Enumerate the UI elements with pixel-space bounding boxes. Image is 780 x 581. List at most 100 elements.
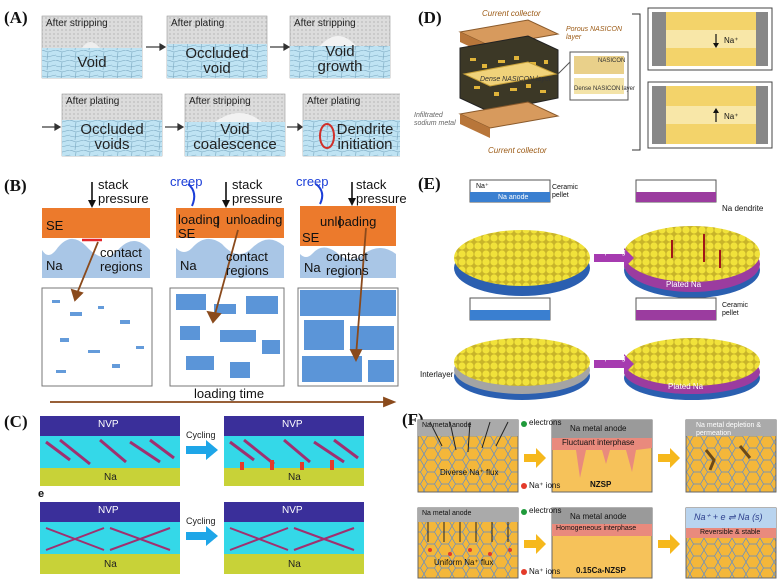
panel-e-label: (E) bbox=[418, 174, 441, 193]
tile-2-text: Occluded void bbox=[185, 45, 249, 77]
tile-2-caption: After plating bbox=[171, 18, 225, 29]
label-dense-nasicon: Dense NASICON layer bbox=[480, 76, 552, 83]
unloading-2: unloading bbox=[226, 212, 283, 227]
label-infiltrated: Infiltrated sodium metal bbox=[414, 112, 456, 127]
c-top-3: NVP bbox=[98, 505, 119, 516]
label-na-plus-up: Na⁺ bbox=[724, 36, 739, 45]
f-reversible: Reversible & stable bbox=[700, 529, 761, 536]
f-ca-nzsp: 0.15Ca-NZSP bbox=[576, 566, 626, 575]
e-ceramic-1: Ceramic pellet bbox=[552, 184, 579, 199]
tile-4 bbox=[61, 93, 163, 157]
panel-c-label: (C) bbox=[4, 412, 28, 431]
loading-time: loading time bbox=[194, 386, 265, 401]
tile-5 bbox=[184, 93, 286, 157]
c-top-2: NVP bbox=[282, 419, 303, 430]
label-porous-nasicon: Porous NASICON layer bbox=[566, 26, 623, 41]
f-homogeneous: Homogeneous interphase bbox=[556, 525, 637, 532]
panel-f: (F) N bbox=[402, 400, 780, 581]
se-label-2: SE bbox=[178, 226, 196, 241]
creep-3: creep bbox=[296, 174, 329, 189]
f-diverse-flux: Diverse Na⁺ flux bbox=[440, 468, 499, 477]
contact-regions-3: contact regions bbox=[326, 249, 369, 278]
tile-3-text: Void growth bbox=[317, 43, 363, 75]
panel-b-label: (B) bbox=[4, 176, 27, 195]
unloading-3: unloading bbox=[320, 214, 377, 229]
tile-5-text: Void coalescence bbox=[193, 121, 277, 153]
panel-b-figure bbox=[41, 182, 399, 408]
tile-6 bbox=[302, 93, 400, 157]
se-label-1: SE bbox=[46, 218, 64, 233]
panel-a-label: (A) bbox=[4, 8, 28, 27]
f-anode-4: Na metal anode bbox=[570, 512, 627, 521]
f-uniform-flux: Uniform Na⁺ flux bbox=[434, 558, 494, 567]
e-anode-1: Na anode bbox=[498, 194, 529, 201]
panel-a-figure bbox=[41, 15, 400, 157]
label-na-plus-down: Na⁺ bbox=[724, 112, 739, 121]
label-zoom-dense: Dense NASICON layer bbox=[574, 86, 636, 92]
tile-3-caption: After stripping bbox=[294, 18, 356, 29]
label-zoom-nasicon: NASICON bbox=[598, 58, 626, 64]
tile-4-caption: After plating bbox=[66, 96, 120, 107]
e-plated-na-1: Plated Na bbox=[666, 280, 702, 289]
tile-6-caption: After plating bbox=[307, 96, 361, 107]
stack-pressure-3: stack pressure bbox=[356, 177, 407, 206]
c-cycling-2: Cycling bbox=[186, 516, 216, 526]
panel-c-figure bbox=[40, 416, 364, 574]
flow-arrows bbox=[42, 42, 303, 132]
label-current-collector-bottom: Current collector bbox=[488, 146, 547, 155]
f-ions-2: Na⁺ ions bbox=[529, 567, 561, 576]
na-label-1: Na bbox=[46, 258, 63, 273]
panel-e-figure bbox=[454, 179, 760, 400]
tile-6-text: Dendrite initiation bbox=[336, 121, 394, 153]
tile-3 bbox=[289, 15, 391, 79]
tile-2 bbox=[166, 15, 268, 79]
f-fluctuant: Fluctuant interphase bbox=[562, 438, 635, 447]
c-cycling-1: Cycling bbox=[186, 430, 216, 440]
e-ceramic-2: Ceramic pellet bbox=[722, 302, 749, 317]
panel-b: (B) bbox=[0, 170, 407, 410]
e-interlayer-1: Interlayer bbox=[420, 370, 454, 379]
f-anode-3: Na metal anode bbox=[422, 510, 472, 517]
c-bottom-4: Na bbox=[288, 559, 301, 570]
se-label-3: SE bbox=[302, 230, 320, 245]
tile-1 bbox=[41, 15, 143, 79]
c-top-1: NVP bbox=[98, 419, 119, 430]
contact-regions-1: contact regions bbox=[100, 245, 143, 274]
e-plated-na-2: Plated Na bbox=[668, 382, 704, 391]
f-anode-2: Na metal anode bbox=[570, 424, 627, 433]
f-nzsp: NZSP bbox=[590, 480, 612, 489]
e-dendrite: Na dendrite bbox=[722, 204, 764, 213]
panel-c: (C) NVP Na NVP Na Cycling e NVP Na NVP N… bbox=[0, 410, 400, 581]
tile-4-text: Occluded voids bbox=[80, 121, 144, 153]
contact-regions-2: contact regions bbox=[226, 249, 269, 278]
e-na-plus-1: Na⁺ bbox=[476, 183, 489, 190]
e-na-plating-2: Na plating bbox=[594, 355, 626, 362]
panel-d-label: (D) bbox=[418, 8, 442, 27]
panel-a: (A) bbox=[0, 0, 400, 170]
stack-pressure-2: stack pressure bbox=[232, 177, 283, 206]
na-label-3: Na bbox=[304, 260, 321, 275]
stack-pressure-1: stack pressure bbox=[98, 177, 149, 206]
c-row-label: e bbox=[38, 488, 45, 500]
c-bottom-3: Na bbox=[104, 559, 117, 570]
f-anode-1: Na metal anode bbox=[422, 422, 472, 429]
f-ions-1: Na⁺ ions bbox=[529, 481, 561, 490]
panel-e: (E) bbox=[410, 170, 780, 400]
e-na-plating-1: Na plating bbox=[594, 249, 626, 256]
tile-5-caption: After stripping bbox=[189, 96, 251, 107]
f-electrons-1: electrons bbox=[529, 418, 562, 427]
tile-1-caption: After stripping bbox=[46, 18, 108, 29]
c-top-4: NVP bbox=[282, 505, 303, 516]
panel-f-figure bbox=[417, 419, 777, 579]
tile-1-text: Void bbox=[77, 54, 107, 71]
f-depletion: Na metal depletion & permeation bbox=[696, 422, 761, 437]
creep-2: creep bbox=[170, 174, 203, 189]
f-equation: Na⁺ + e ⇌ Na (s) bbox=[694, 512, 763, 522]
c-bottom-1: Na bbox=[104, 472, 117, 483]
na-label-2: Na bbox=[180, 258, 197, 273]
c-bottom-2: Na bbox=[288, 472, 301, 483]
f-electrons-2: electrons bbox=[529, 506, 562, 515]
loading-2: loading bbox=[178, 212, 220, 227]
panel-d-figure bbox=[458, 7, 773, 151]
panel-d: (D) Curre bbox=[410, 0, 780, 170]
